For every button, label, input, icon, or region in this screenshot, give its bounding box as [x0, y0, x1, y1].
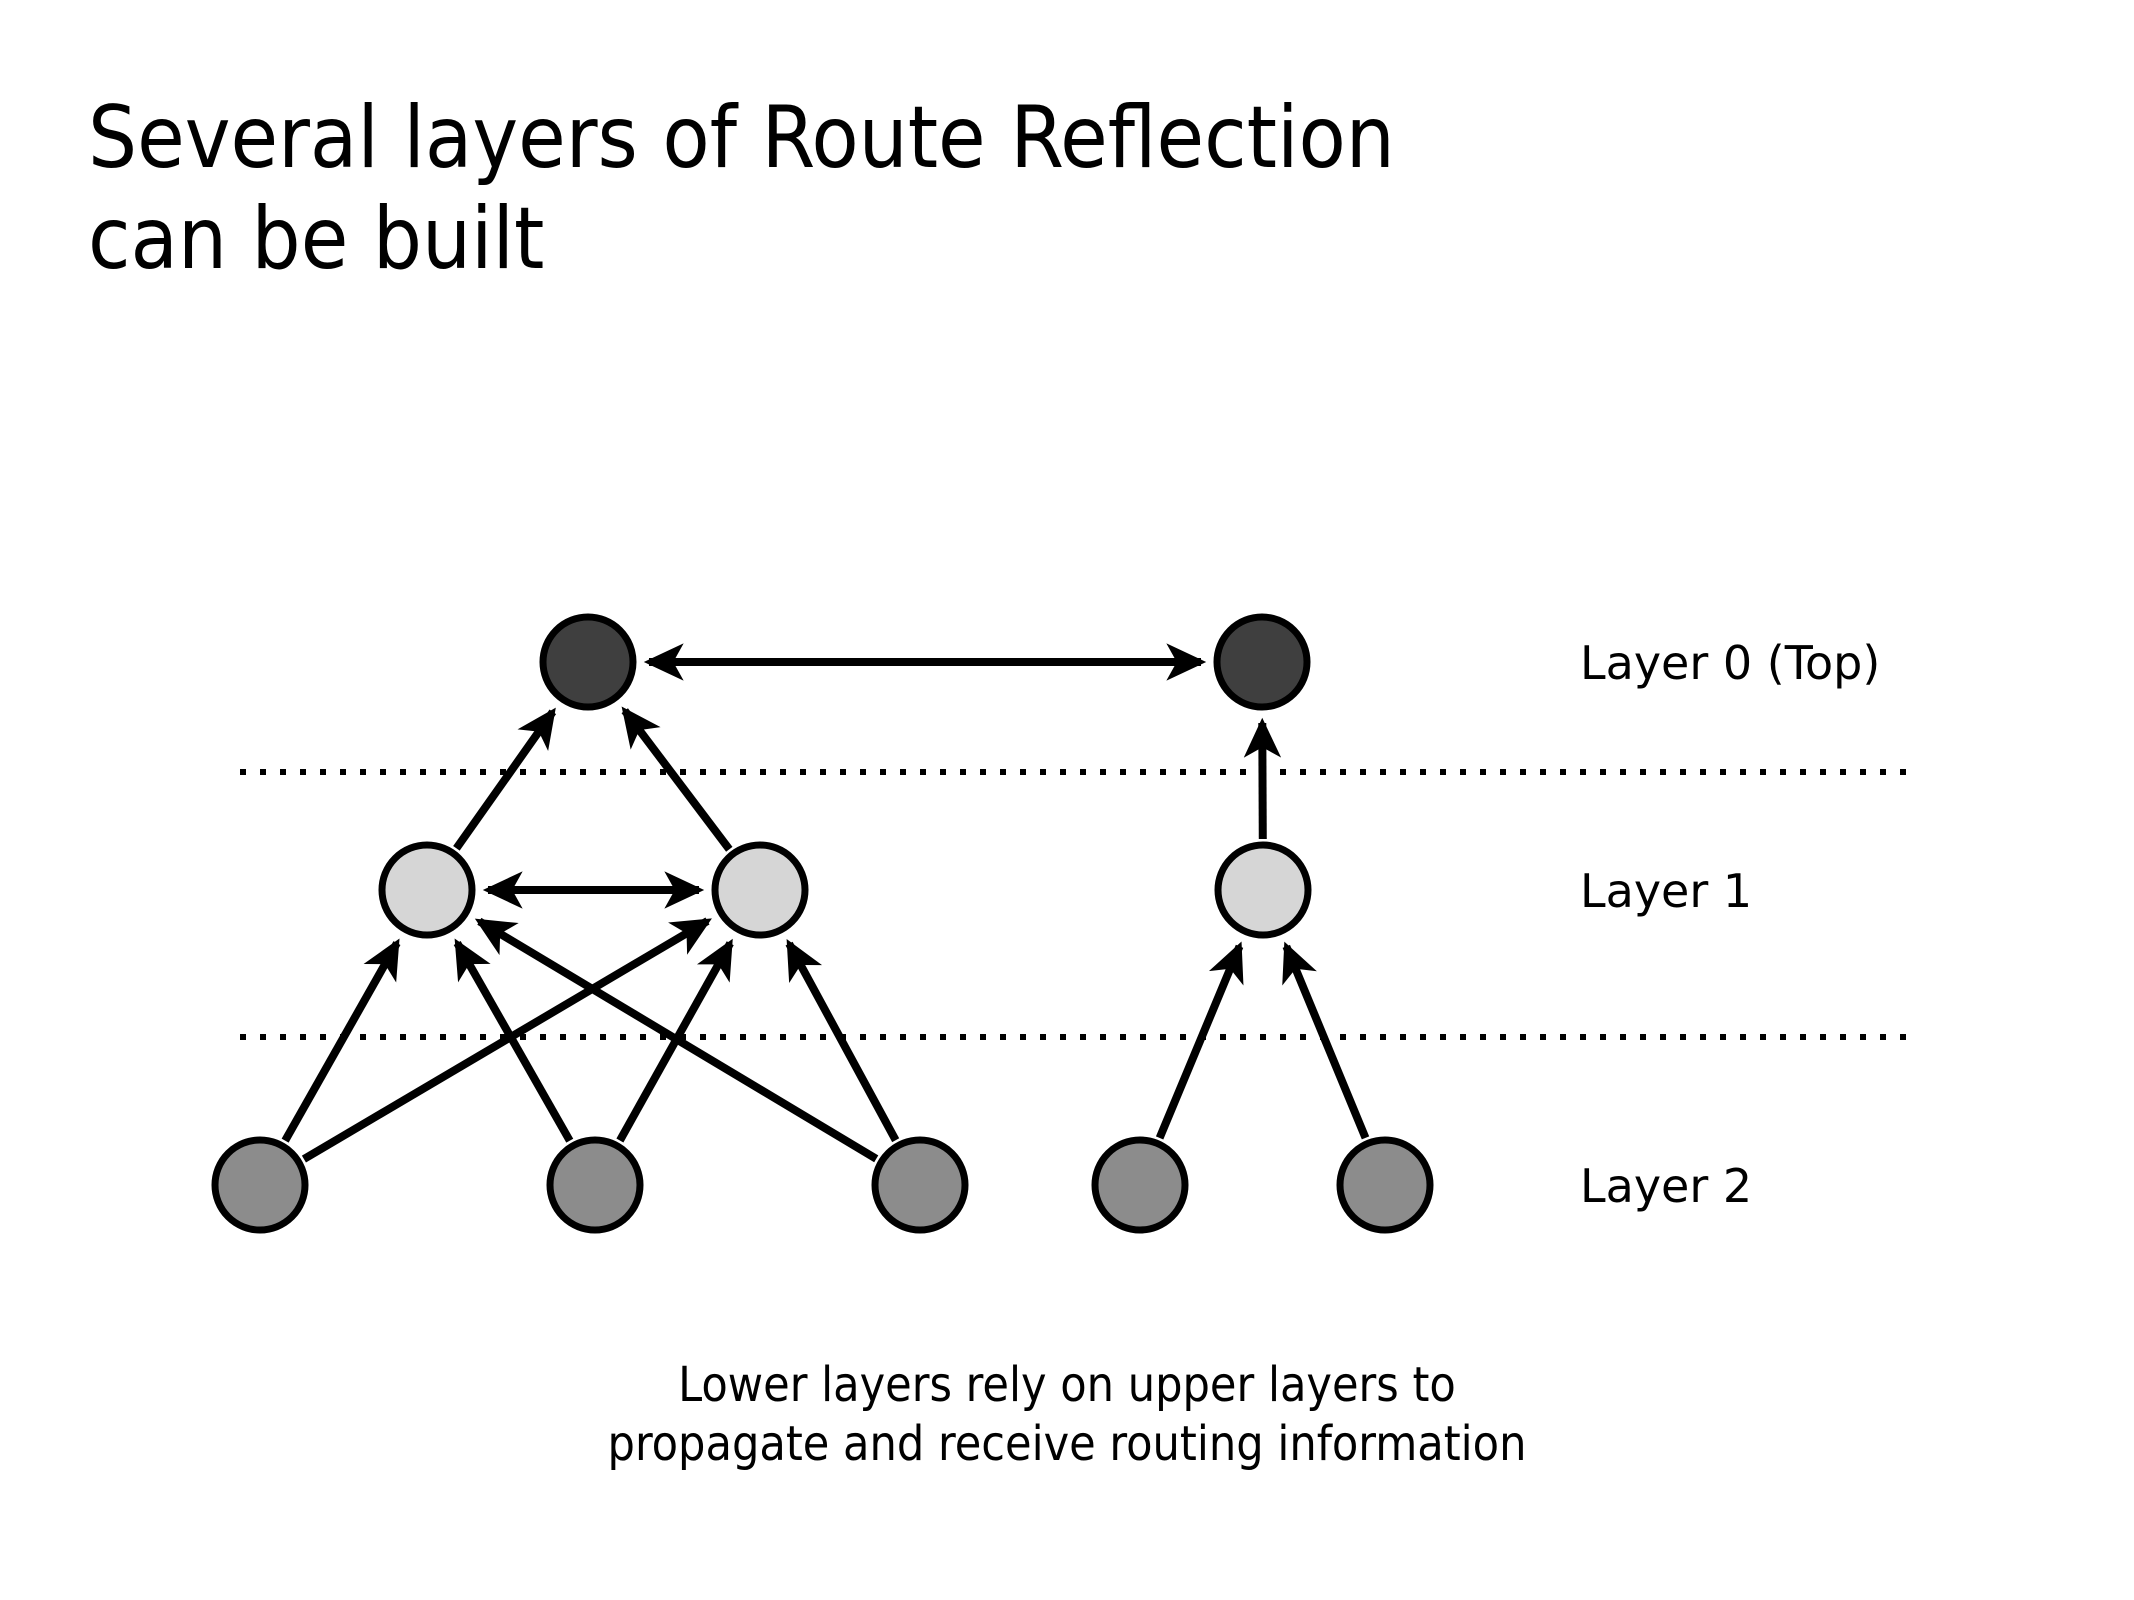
edge-l1right-to-l0right	[1243, 717, 1282, 840]
layer2-node-4[interactable]	[1091, 1136, 1189, 1234]
edge-l2d-to-l1right	[1155, 941, 1244, 1140]
label-layer-2: Layer 2	[1580, 1159, 1753, 1213]
page-title: Several layers of Route Reflection can b…	[88, 88, 1395, 289]
layer2-node-5[interactable]	[1336, 1136, 1434, 1234]
layer0-node-right[interactable]	[1213, 613, 1311, 711]
edge-l2e-to-l1right	[1282, 941, 1370, 1140]
edge-l2a-to-l1mid	[301, 917, 712, 1163]
diagram-caption: Lower layers rely on upper layers to pro…	[607, 1357, 1527, 1472]
layer0-node-left[interactable]	[539, 613, 637, 711]
edge-l2a-to-l1left	[281, 938, 401, 1143]
edge-l2c-to-l1mid	[785, 939, 900, 1143]
layer2-node-1[interactable]	[211, 1136, 309, 1234]
layer1-node-right[interactable]	[1214, 841, 1312, 939]
edge-l2c-to-l1left	[474, 917, 879, 1163]
label-layer-0: Layer 0 (Top)	[1580, 636, 1881, 690]
label-layer-1: Layer 1	[1580, 864, 1753, 918]
diagram-edges	[281, 643, 1370, 1163]
layer1-node-middle[interactable]	[711, 841, 809, 939]
edge-l2b-to-l1left	[453, 938, 574, 1143]
edge-l1mid-to-l0left	[621, 706, 733, 852]
diagram-nodes	[211, 613, 1434, 1234]
layer2-node-3[interactable]	[871, 1136, 969, 1234]
layer2-node-2[interactable]	[546, 1136, 644, 1234]
edge-l1left-to-l0left	[453, 707, 557, 851]
layer1-node-left[interactable]	[378, 841, 476, 939]
